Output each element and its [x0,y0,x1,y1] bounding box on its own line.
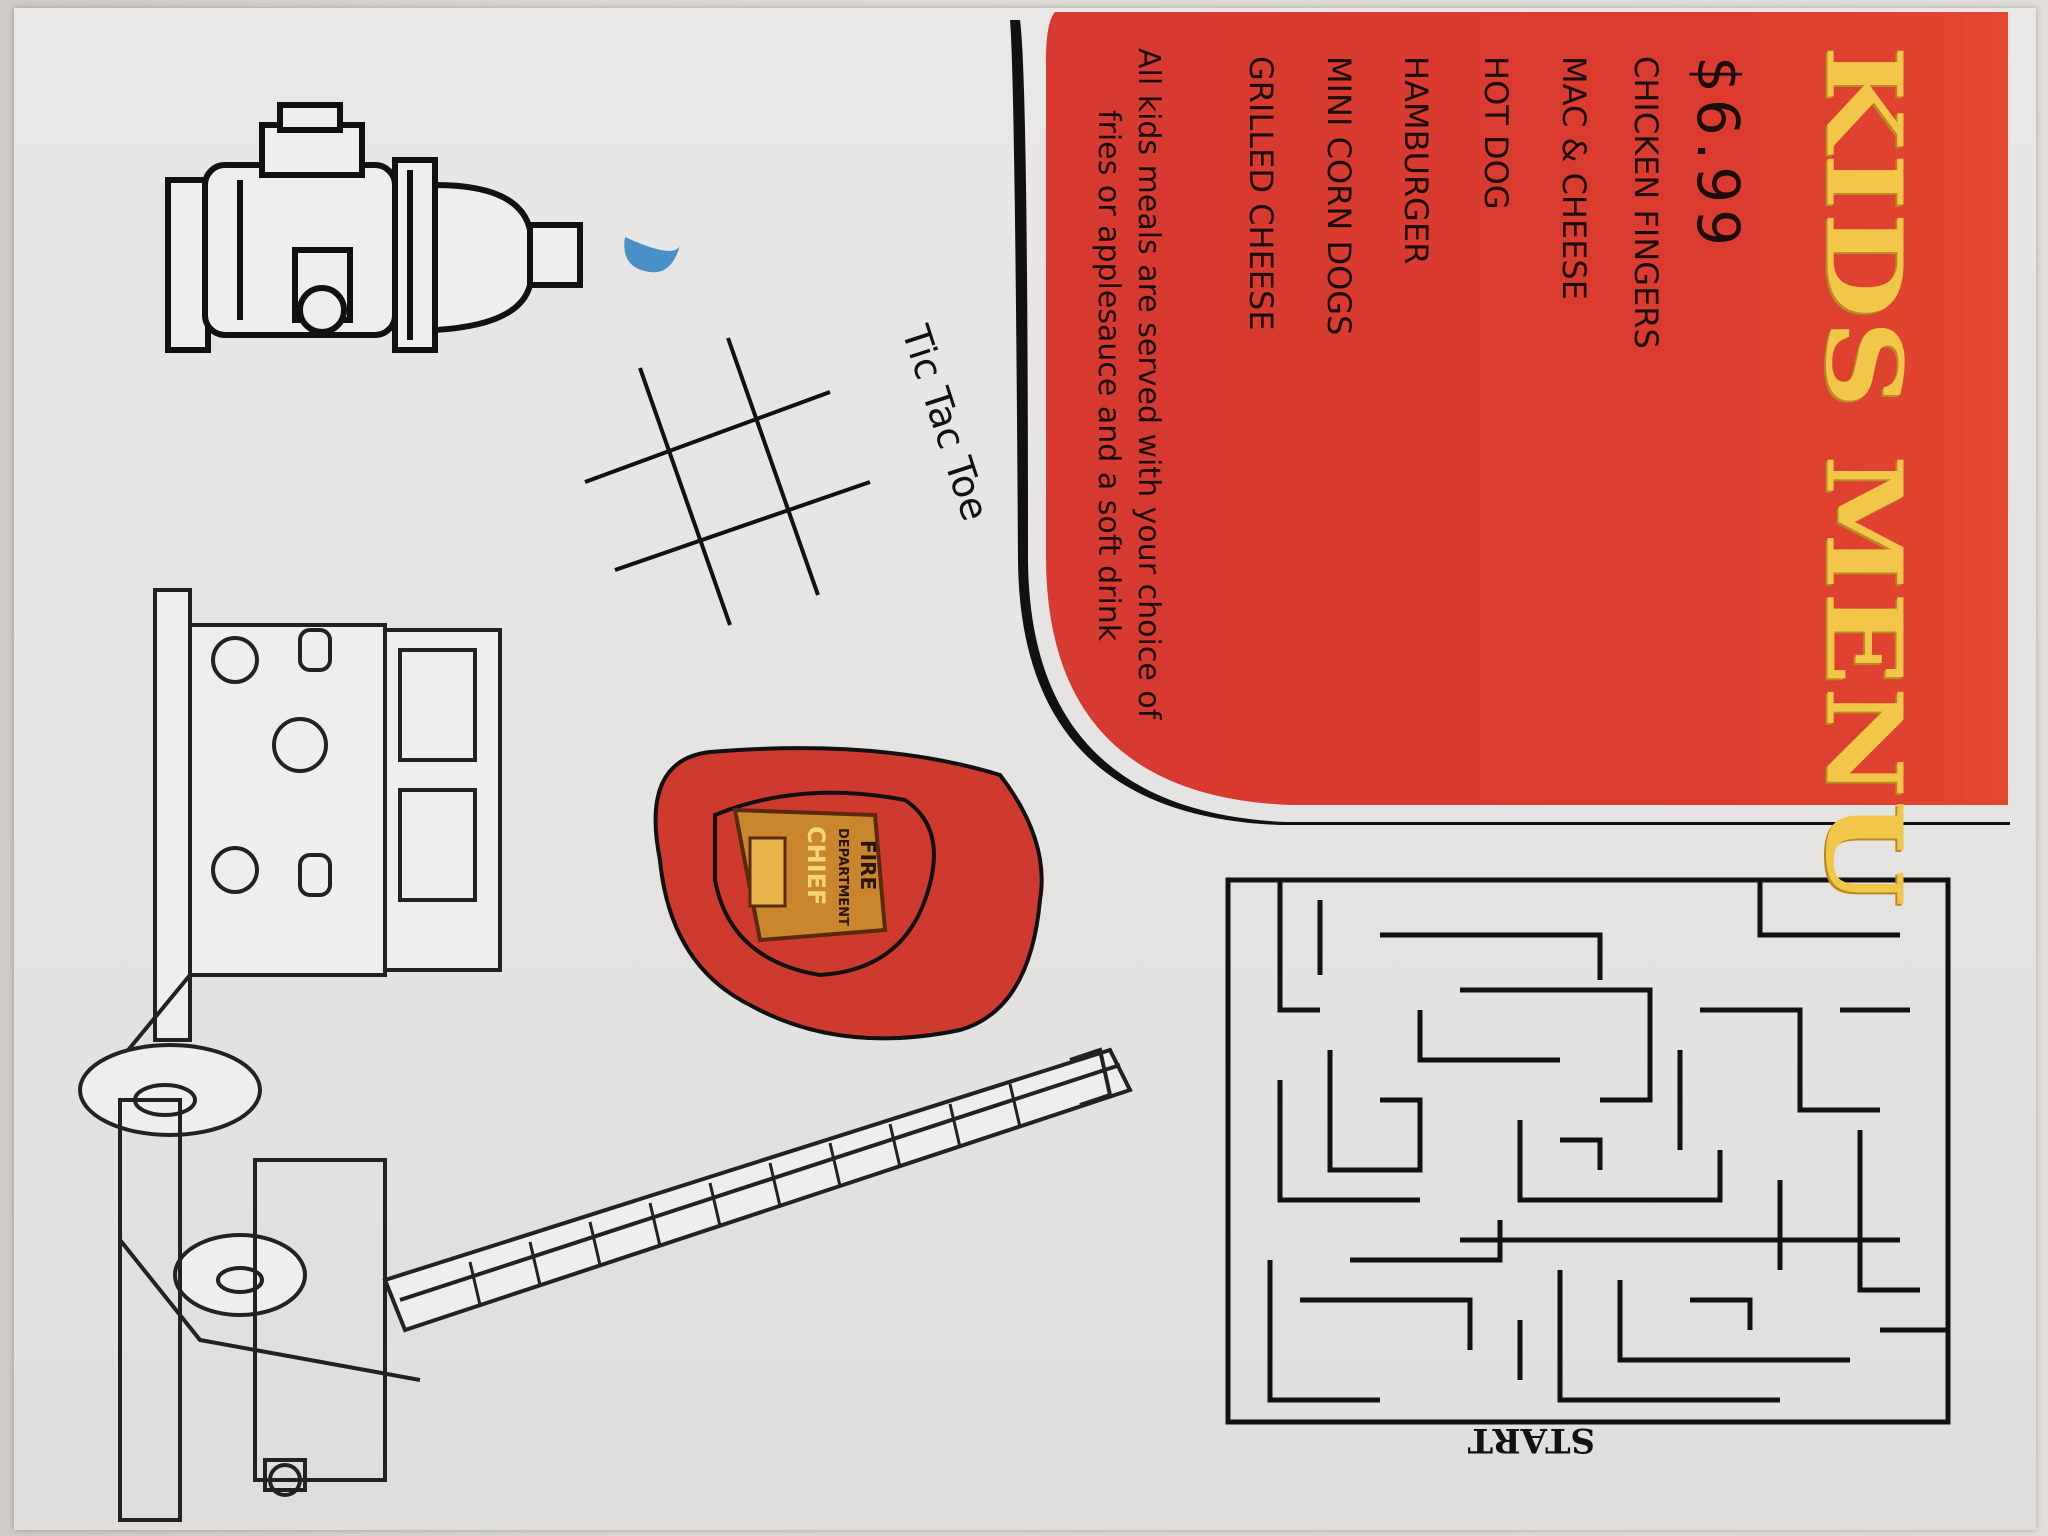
menu-title: KIDS MENU [1802,45,1925,909]
menu-item-hamburger: HAMBURGER [1397,56,1435,265]
maze-puzzle[interactable] [1225,877,1951,1425]
ladder-drawing [382,1047,1133,1333]
fire-helmet-drawing [653,746,1044,1041]
badge-text-chief: CHIEF [802,826,830,906]
menu-item-hot-dog: HOT DOG [1477,56,1515,210]
menu-panel [1010,12,2010,825]
menu-price: $6.99 [1684,56,1752,253]
water-drop-icon [624,237,680,273]
menu-item-mac-cheese: MAC & CHEESE [1555,56,1593,300]
badge-text-fire: FIRE [856,840,880,891]
menu-item-grilled-cheese: GRILLED CHEESE [1242,56,1280,331]
maze-start-label: START [1467,1420,1595,1460]
hydrant-drawing [165,102,583,353]
menu-note-line1: All kids meals are served with your choi… [1131,48,1166,720]
badge-text-department: DEPARTMENT [835,828,850,926]
menu-note-line2: fries or applesauce and a soft drink [1091,110,1126,642]
menu-item-chicken-fingers: CHICKEN FINGERS [1627,56,1665,349]
ladder-rungs [468,1083,1022,1306]
tic-tac-toe-grid[interactable] [584,337,871,626]
menu-item-mini-corn-dogs: MINI CORN DOGS [1320,56,1358,336]
fire-truck-drawing [78,588,502,1522]
